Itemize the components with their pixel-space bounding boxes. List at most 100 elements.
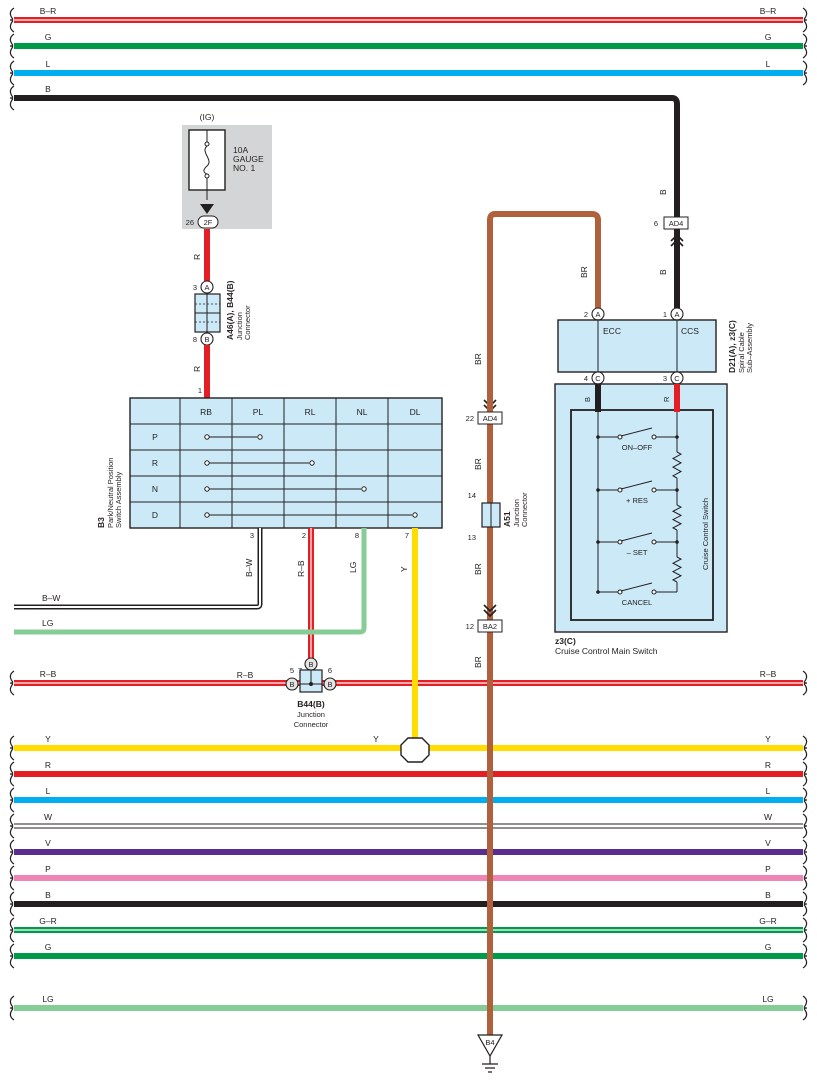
switch-blade-icon	[620, 480, 653, 490]
brace-right-icon	[802, 839, 808, 865]
fuse-rating: 10A	[233, 145, 248, 155]
pnp-row-label: D	[152, 510, 158, 520]
bus-label-right: P	[765, 864, 771, 874]
bus-label-left: G	[45, 32, 52, 42]
resistor-icon	[671, 451, 683, 479]
cruise-main-switch-desc: Cruise Control Main Switch	[555, 646, 658, 656]
spiral-letter-a-ecc: A	[595, 310, 600, 319]
pnp-column-header: DL	[410, 407, 421, 417]
b44-pin-6-circle	[323, 677, 337, 691]
lg-wire-pnp	[14, 528, 367, 635]
chevron-up-icon	[670, 233, 684, 247]
bus-label-left: B	[45, 890, 51, 900]
switch-label: – SET	[627, 548, 648, 557]
spiral-pin-c3-num: 3	[663, 374, 667, 383]
junction-a46-letter-bottom: B	[204, 335, 209, 344]
junction-a46-pin-top: 3	[193, 283, 197, 292]
connector-ad4-lower	[477, 411, 503, 425]
junction-dot	[675, 435, 679, 439]
connector-2f-pin: 26	[186, 218, 194, 227]
pnp-column-header: PL	[253, 407, 264, 417]
junction-dot	[675, 540, 679, 544]
fuse-element-icon	[203, 145, 210, 175]
brace-left-icon	[9, 839, 15, 865]
spiral-desc2: Sub–Assembly	[745, 323, 754, 373]
bus-label-left: Y	[45, 734, 51, 744]
junction-a46-pin-bottom: 8	[193, 335, 197, 344]
junction-a51-desc1: Junction	[512, 499, 521, 527]
splice-point-icon	[400, 737, 430, 763]
lg-wire-label: LG	[348, 562, 358, 573]
pnp-contact-point	[204, 460, 210, 466]
pnp-row-label: R	[152, 458, 158, 468]
connector-ba2-label: BA2	[483, 622, 497, 631]
junction-dot	[596, 540, 600, 544]
pnp-pin-2: 2	[302, 531, 306, 540]
br-wire-label-d: BR	[473, 656, 483, 668]
connector-ba2	[477, 619, 503, 633]
bus-label-left: LG	[42, 994, 53, 1004]
connector-pin-a-top	[200, 280, 214, 294]
spiral-pin-ccs: 1	[663, 310, 667, 319]
bus-label-right: B–R	[760, 6, 777, 16]
b-wire-label-lower: B	[658, 269, 668, 275]
br-wire	[487, 211, 601, 1040]
rb-wire-label: R–B	[296, 560, 306, 577]
pnp-desc1: Park/Neutral Position	[106, 458, 115, 528]
junction-a51-name: A51	[502, 511, 512, 527]
brace-left-icon	[9, 761, 15, 787]
bw-wire-label-left: B–W	[42, 593, 60, 603]
junction-a51-pin-bottom: 13	[468, 533, 476, 542]
bus-label-left: B	[45, 84, 51, 94]
spiral-letter-a-ccs: A	[674, 310, 679, 319]
brace-left-icon	[9, 891, 15, 917]
fuse-name-line2: NO. 1	[233, 163, 255, 173]
pnp-contact-point	[257, 434, 263, 440]
connector-2f	[197, 215, 219, 229]
bus-label-right: B	[765, 890, 771, 900]
bus-label-left: L	[46, 786, 51, 796]
pnp-row-label: N	[152, 484, 158, 494]
brace-left-icon	[9, 865, 15, 891]
b44-pin-right: 6	[328, 666, 332, 675]
bus-label-right: L	[766, 786, 771, 796]
brace-left-icon	[9, 787, 15, 813]
b44-letter-left: B	[289, 680, 294, 689]
brace-left-icon	[9, 7, 15, 33]
lg-wire-label-left: LG	[42, 618, 53, 628]
bus-label-right: G	[765, 32, 772, 42]
junction-a46-letter-top: A	[204, 283, 209, 292]
bus-label-left: V	[45, 838, 51, 848]
connector-ad4-lower-pin: 22	[466, 414, 474, 423]
pnp-column-header: RL	[305, 407, 316, 417]
bus-label-right: L	[766, 59, 771, 69]
r-wire-label-pnp: R	[192, 366, 202, 372]
pnp-column-header: RB	[200, 407, 212, 417]
bus-label-right: R–B	[760, 669, 777, 679]
switch-contact	[651, 487, 657, 493]
ground-triangle-icon	[476, 1034, 504, 1058]
switch-contact	[651, 434, 657, 440]
spiral-pin-ecc: 2	[584, 310, 588, 319]
bus-end-braces	[9, 7, 808, 1021]
brace-right-icon	[802, 813, 808, 839]
bus-label-left: W	[44, 812, 52, 822]
switch-contact	[651, 539, 657, 545]
br-wire-label-c: BR	[473, 563, 483, 575]
rb-bus-label-mid: R–B	[237, 670, 254, 680]
brace-left-icon	[9, 60, 15, 86]
brace-right-icon	[802, 943, 808, 969]
pnp-code: B3	[96, 517, 106, 528]
bus-label-left: B–R	[40, 6, 57, 16]
bw-wire-core	[14, 528, 261, 608]
spiral-desc1: Spiral Cable	[737, 332, 746, 373]
bus-label-right: G–R	[759, 916, 776, 926]
b44-letter-top: B	[308, 660, 313, 669]
pnp-contact-point	[309, 460, 315, 466]
bus-label-left: G–R	[39, 916, 56, 926]
b-wire-label-upper: B	[658, 189, 668, 195]
brace-left-icon	[9, 735, 15, 761]
